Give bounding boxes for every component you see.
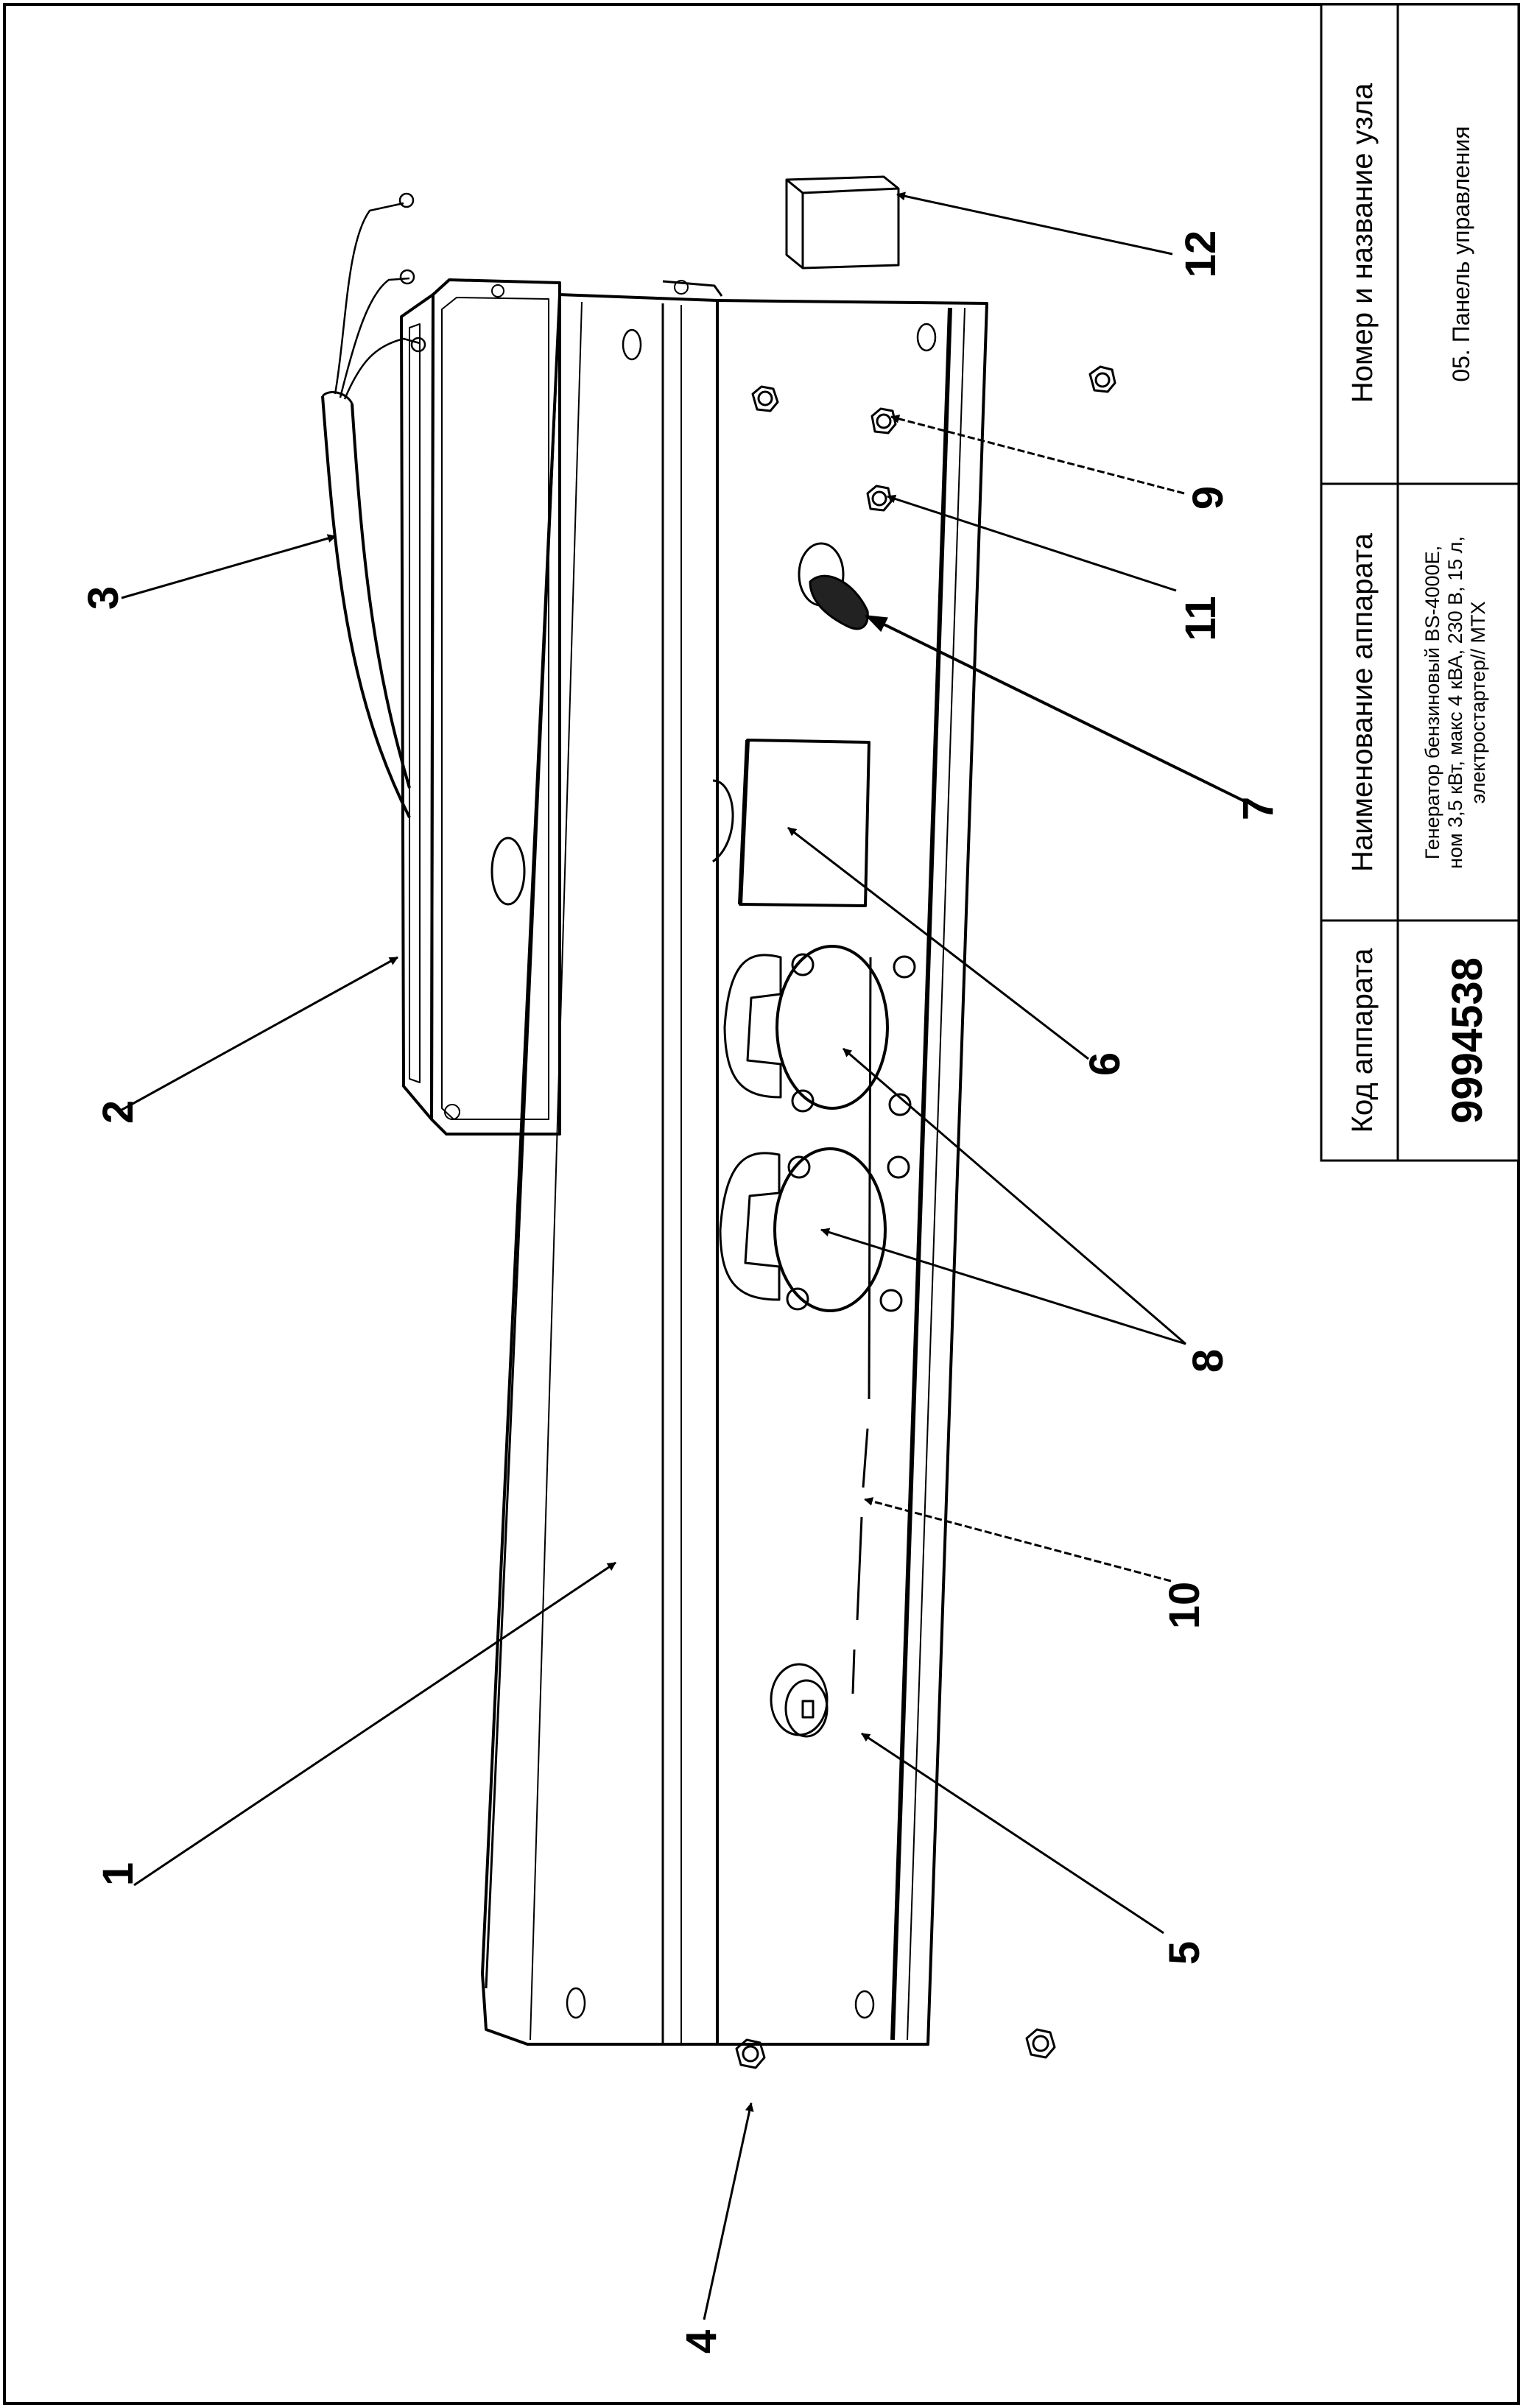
- face-plate-part: [716, 299, 988, 2046]
- callout-8: 8: [1184, 1349, 1232, 1373]
- hour-meter-part: [712, 739, 870, 907]
- code-value: 9994538: [1443, 957, 1491, 1124]
- back-frame-part: [400, 278, 723, 1136]
- callout-3: 3: [80, 586, 127, 610]
- callout-10: 10: [1161, 1582, 1209, 1630]
- cable-bundle-part: [321, 192, 426, 818]
- name-line-2: ном 3,5 кВт, макс 4 кВА, 230 В, 15 л,: [1444, 536, 1466, 869]
- callout-11: 11: [1177, 596, 1225, 641]
- node-value: 05. Панель управления: [1448, 126, 1474, 381]
- code-header: Код аппарата: [1346, 948, 1379, 1133]
- node-header: Номер и название узла: [1346, 82, 1379, 403]
- callout-4: 4: [678, 2330, 725, 2354]
- box-part: [785, 175, 900, 270]
- callout-12: 12: [1177, 230, 1225, 278]
- callout-7: 7: [1234, 797, 1282, 820]
- leader-lines: [117, 191, 1248, 2320]
- breaker-toggle-part: [798, 542, 869, 630]
- nut-icon: [735, 365, 1116, 2069]
- sheet-border: [3, 3, 1520, 2405]
- ground-terminal-part: [770, 1663, 829, 1738]
- name-header: Наименование аппарата: [1346, 532, 1379, 872]
- callout-9: 9: [1184, 486, 1232, 510]
- panel-drawing: [321, 175, 1116, 2069]
- callouts: 1 2 3 4 5 6 7 8 9 10 11 12: [80, 230, 1282, 2354]
- name-line-1: Генератор бензиновый BS-4000E,: [1421, 546, 1443, 859]
- main-panel-part: [481, 293, 719, 2046]
- name-line-3: электростартер// MTX: [1467, 601, 1489, 803]
- callout-6: 6: [1081, 1052, 1129, 1076]
- outlet-socket-part: [723, 945, 916, 1116]
- callout-1: 1: [94, 1862, 142, 1886]
- title-block: Код аппарата 9994538 Наименование аппара…: [1320, 3, 1520, 1162]
- callout-2: 2: [94, 1100, 142, 1124]
- callout-5: 5: [1161, 1941, 1209, 1965]
- outlet-socket-part: [719, 1147, 910, 1312]
